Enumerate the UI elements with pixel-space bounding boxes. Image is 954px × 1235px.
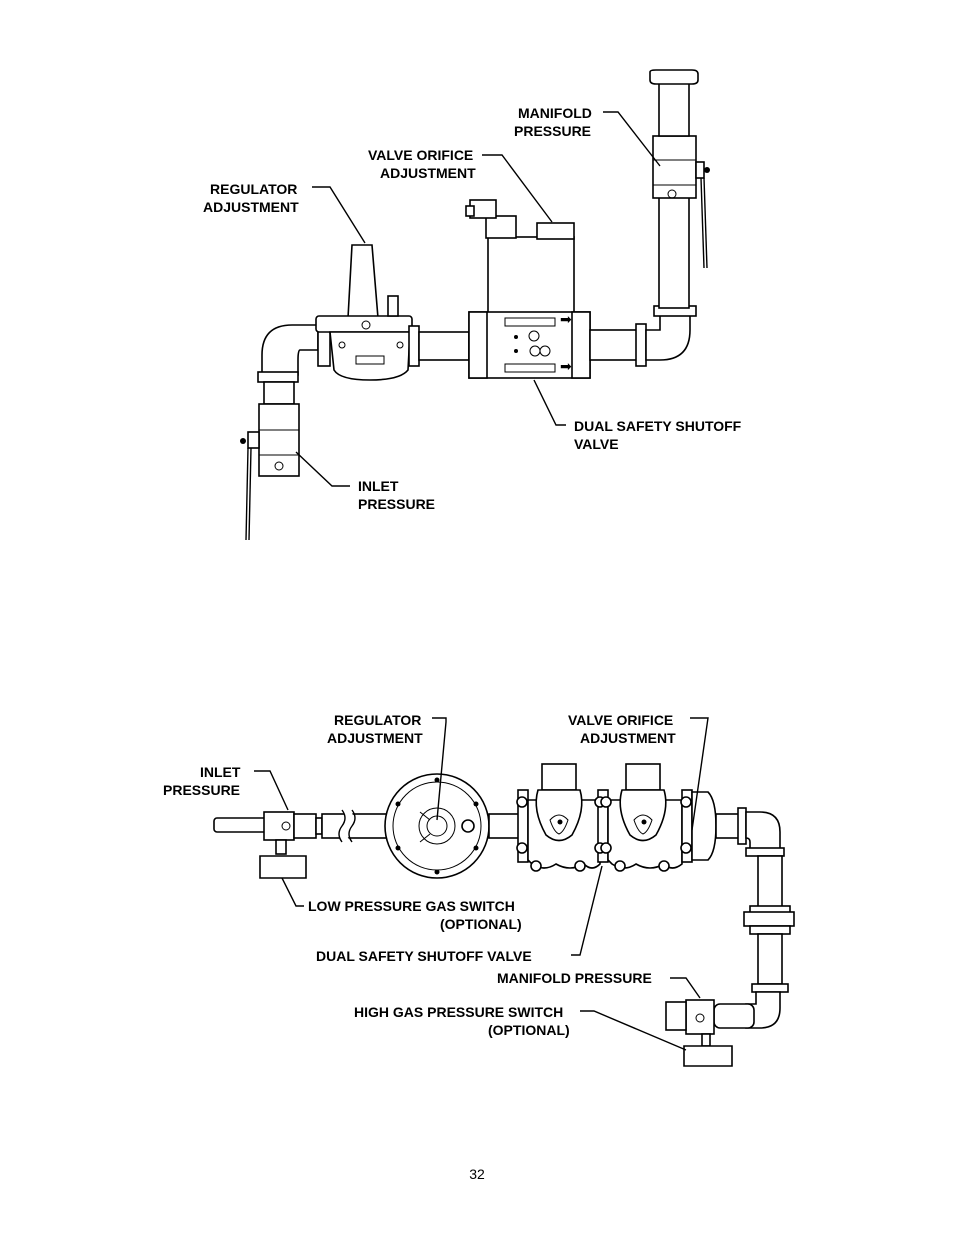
manifold-valve-handle-bottom	[713, 1003, 755, 1029]
pipe-reg-to-valve	[418, 331, 470, 361]
gas-pressure-regulator	[315, 244, 420, 381]
regulator-l2-label: ADJUSTMENT	[203, 199, 299, 215]
manifold-ball-valve	[652, 135, 697, 199]
page-number: 32	[469, 1166, 485, 1182]
manifold-label: MANIFOLD PRESSURE	[497, 970, 652, 986]
svg-text:➡: ➡	[560, 311, 572, 327]
low-pressure-switch	[259, 855, 307, 879]
inlet-valve-stem	[247, 431, 260, 449]
inlet-nipple	[263, 381, 295, 405]
valve-body	[468, 311, 591, 379]
inlet-l1-label: INLET	[358, 478, 399, 494]
manifold-valve-bottom	[685, 999, 715, 1035]
manifold-pipe-cap	[649, 69, 699, 85]
manifold-pipe-top	[658, 81, 690, 137]
orifice-l1-label: VALVE ORIFICE	[568, 712, 673, 728]
regulator-l2-label: ADJUSTMENT	[327, 730, 423, 746]
valve-actuator-housing	[487, 236, 575, 314]
svg-text:➡: ➡	[560, 358, 572, 374]
regulator-spring-housing	[347, 244, 379, 319]
inlet-l2-label: PRESSURE	[358, 496, 435, 512]
bottom-gas-train-diagram: LOW PRESSURE GAS SWITCH (OPTIONAL) INLET…	[163, 712, 795, 1067]
inlet-l1-label: INLET	[200, 764, 241, 780]
regulator-bottom	[384, 773, 490, 879]
valve-orifice-adjuster	[536, 222, 575, 240]
inlet-pipe-bottom	[321, 813, 393, 839]
regulator-l1-label: REGULATOR	[210, 181, 297, 197]
manifold-riser	[658, 195, 690, 309]
valve-connector	[485, 215, 517, 239]
inlet-valve-handle-bottom	[213, 817, 271, 833]
outlet-elbow	[645, 311, 691, 361]
lowsw-l2-label: (OPTIONAL)	[440, 916, 522, 932]
inlet-elbow	[261, 324, 319, 376]
dssv-l2-label: VALVE	[574, 436, 619, 452]
highsw-l1-label: HIGH GAS PRESSURE SWITCH	[354, 1004, 563, 1020]
orifice-l1-label: VALVE ORIFICE	[368, 147, 473, 163]
manifold-l2-label: PRESSURE	[514, 123, 591, 139]
pipe-valve-to-elbow	[589, 329, 639, 361]
orifice-l2-label: ADJUSTMENT	[580, 730, 676, 746]
inlet-flange	[257, 371, 299, 383]
highsw-l2-label: (OPTIONAL)	[488, 1022, 570, 1038]
outlet-elbow-bottom	[745, 811, 781, 851]
inlet-ball-valve	[258, 403, 300, 477]
high-pressure-switch	[683, 1045, 733, 1067]
union-fitting	[743, 911, 795, 927]
dual-safety-shutoff-valve-bottom	[516, 763, 717, 872]
top-gas-train-diagram: INLET PRESSURE REGULATOR ADJUSTMENT	[203, 69, 742, 541]
regulator-outlet-flange	[408, 325, 420, 367]
manifold-l1-label: MANIFOLD	[518, 105, 592, 121]
regulator-l1-label: REGULATOR	[334, 712, 421, 728]
inlet-l2-label: PRESSURE	[163, 782, 240, 798]
inlet-valve-bottom	[263, 811, 295, 841]
orifice-l2-label: ADJUSTMENT	[380, 165, 476, 181]
riser-down-1	[757, 855, 783, 909]
lowsw-l1-label: LOW PRESSURE GAS SWITCH	[308, 898, 515, 914]
riser-down-2	[757, 933, 783, 985]
dssv-label: DUAL SAFETY SHUTOFF VALVE	[316, 948, 532, 964]
inlet-valve-handle	[245, 447, 249, 541]
dual-safety-shutoff-valve-top: ➡ ➡	[465, 199, 591, 379]
dssv-l1-label: DUAL SAFETY SHUTOFF	[574, 418, 742, 434]
